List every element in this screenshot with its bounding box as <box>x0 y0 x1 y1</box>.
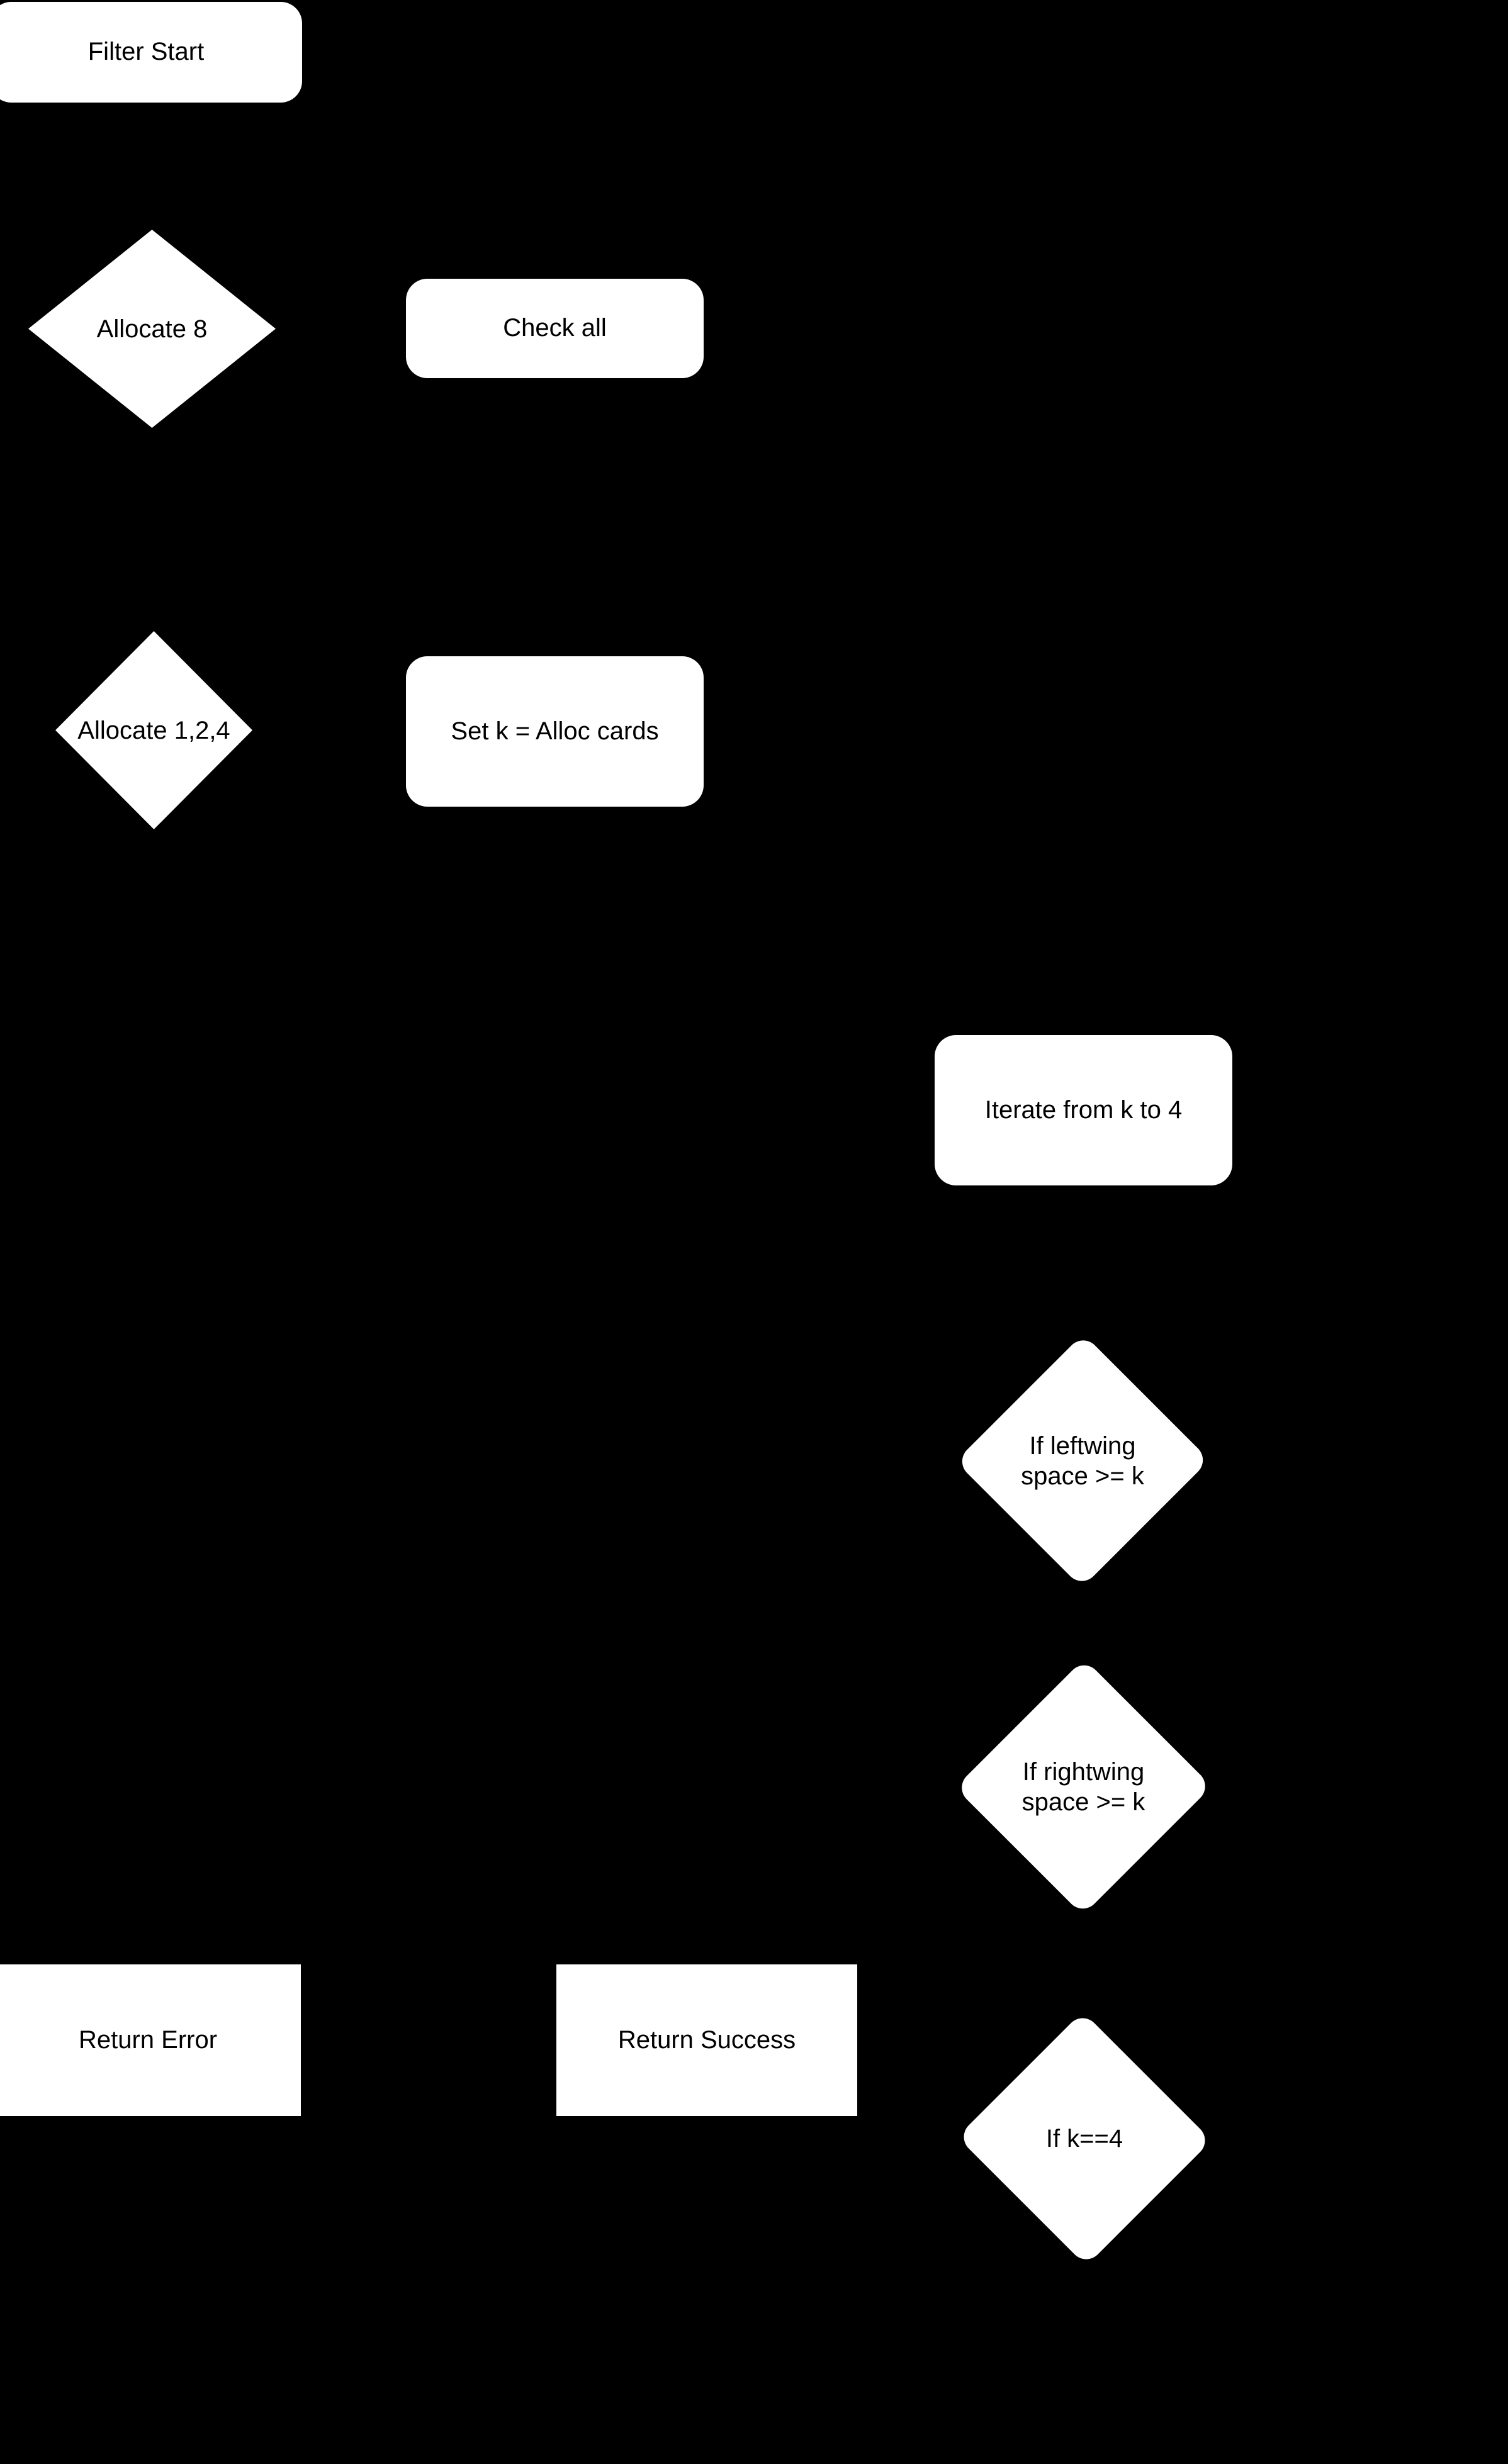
node-check-all-label: Check all <box>503 314 607 342</box>
node-check-all[interactable]: Check all <box>406 279 704 378</box>
node-if-rightwing-label-line2: space >= k <box>1021 1788 1145 1816</box>
node-iterate[interactable]: Iterate from k to 4 <box>935 1035 1232 1185</box>
node-return-error-label: Return Error <box>78 2025 218 2054</box>
node-return-success[interactable]: Return Success <box>556 1964 857 2116</box>
node-iterate-label: Iterate from k to 4 <box>984 1095 1183 1124</box>
node-set-k[interactable]: Set k = Alloc cards <box>406 656 704 807</box>
node-if-k-eq-4-label: If k==4 <box>1045 2125 1123 2153</box>
node-allocate-8[interactable]: Allocate 8 <box>28 230 276 428</box>
node-allocate-124[interactable]: Allocate 1,2,4 <box>55 631 252 829</box>
node-return-error[interactable]: Return Error <box>0 1964 301 2116</box>
node-allocate-124-label: Allocate 1,2,4 <box>77 716 230 744</box>
node-if-rightwing-label: If rightwing space >= k <box>1022 1757 1145 1817</box>
node-if-rightwing-label-line1: If rightwing <box>1022 1758 1145 1786</box>
node-if-k-eq-4[interactable]: If k==4 <box>957 2011 1212 2266</box>
node-if-leftwing-label: If leftwing space >= k <box>1021 1431 1144 1491</box>
node-if-leftwing-label-line2: space >= k <box>1021 1462 1144 1490</box>
node-filter-start-label: Filter Start <box>87 38 205 66</box>
node-if-rightwing[interactable]: If rightwing space >= k <box>955 1658 1212 1916</box>
node-filter-start[interactable]: Filter Start <box>0 2 302 103</box>
node-if-leftwing-label-line1: If leftwing <box>1029 1431 1136 1460</box>
node-allocate-8-label: Allocate 8 <box>96 315 208 343</box>
node-if-leftwing[interactable]: If leftwing space >= k <box>955 1333 1210 1588</box>
node-set-k-label: Set k = Alloc cards <box>451 717 659 745</box>
node-return-success-label: Return Success <box>617 2025 796 2054</box>
